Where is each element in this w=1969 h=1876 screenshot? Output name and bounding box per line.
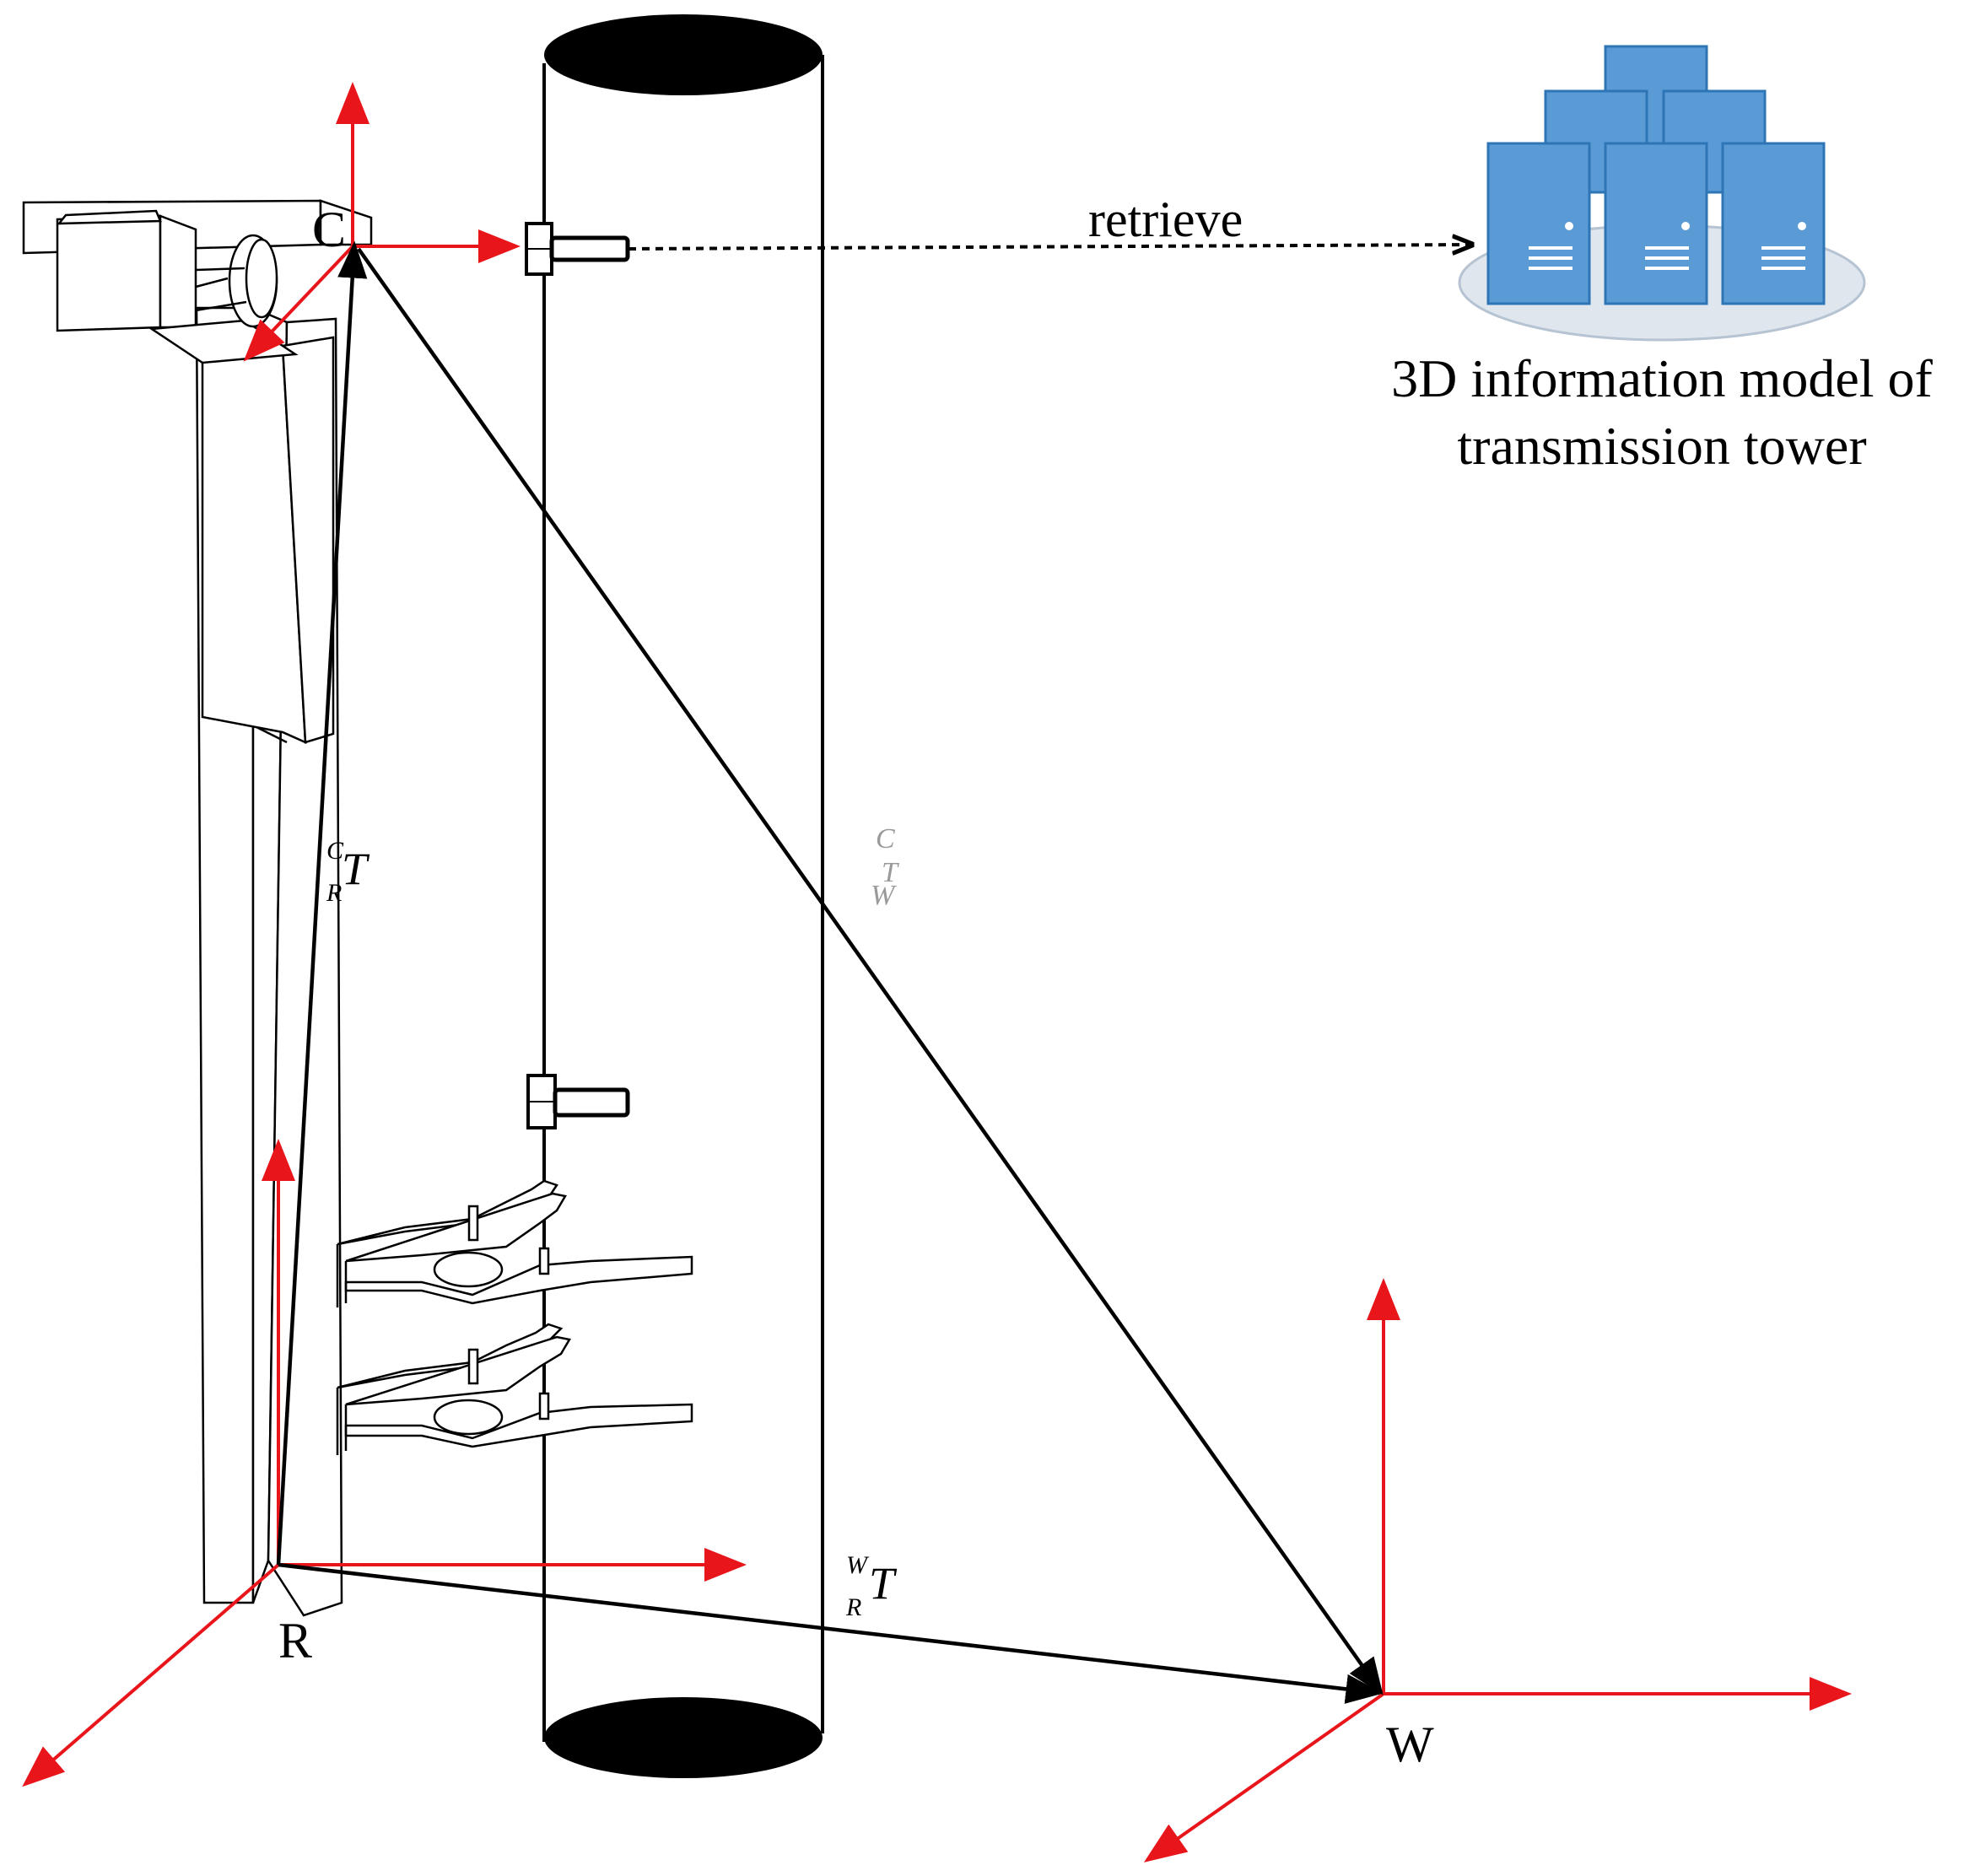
camera-icon	[22, 199, 373, 364]
retrieve-label: retrieve	[1088, 191, 1243, 247]
frame-w-label: W	[1386, 1717, 1434, 1772]
gripper-icon	[336, 1179, 693, 1307]
frame-r-axes	[22, 1139, 747, 1787]
svg-text:T: T	[869, 1558, 898, 1609]
model-title-line1: 3D information model of	[1391, 348, 1933, 408]
pole-bottom-cap	[544, 1697, 823, 1778]
server-stack-icon	[1458, 45, 1866, 342]
pole-top-cap	[544, 14, 823, 95]
vector-c-to-w	[357, 247, 1384, 1695]
svg-text:W: W	[846, 1551, 870, 1579]
svg-text:R: R	[326, 879, 342, 907]
svg-text:T: T	[342, 844, 370, 894]
model-title-line2: transmission tower	[1457, 416, 1866, 476]
climbing-robot	[22, 199, 693, 1617]
vector-r-to-c	[276, 240, 368, 1566]
frame-w-axes	[1143, 1278, 1852, 1863]
frame-c-label: C	[312, 202, 346, 257]
transform-label-w-r: W R T	[845, 1551, 898, 1621]
tower-pole	[542, 14, 824, 1778]
transform-label-c-w: C W T	[871, 823, 899, 911]
vector-r-to-w	[278, 1562, 1384, 1704]
frame-r-label: R	[278, 1613, 312, 1668]
transform-vectors	[276, 240, 1384, 1704]
svg-text:C: C	[876, 823, 895, 854]
retrieve-arrow	[628, 245, 1472, 249]
bolt-icon	[526, 1074, 630, 1129]
svg-text:R: R	[845, 1593, 861, 1621]
gripper-icon	[336, 1323, 693, 1455]
frame-c-axes	[243, 82, 521, 362]
transform-label-c-r: C R T	[326, 837, 370, 907]
bolt-icon	[525, 222, 630, 276]
svg-text:C: C	[326, 837, 344, 865]
svg-text:W: W	[871, 880, 897, 911]
svg-text:T: T	[882, 857, 899, 888]
